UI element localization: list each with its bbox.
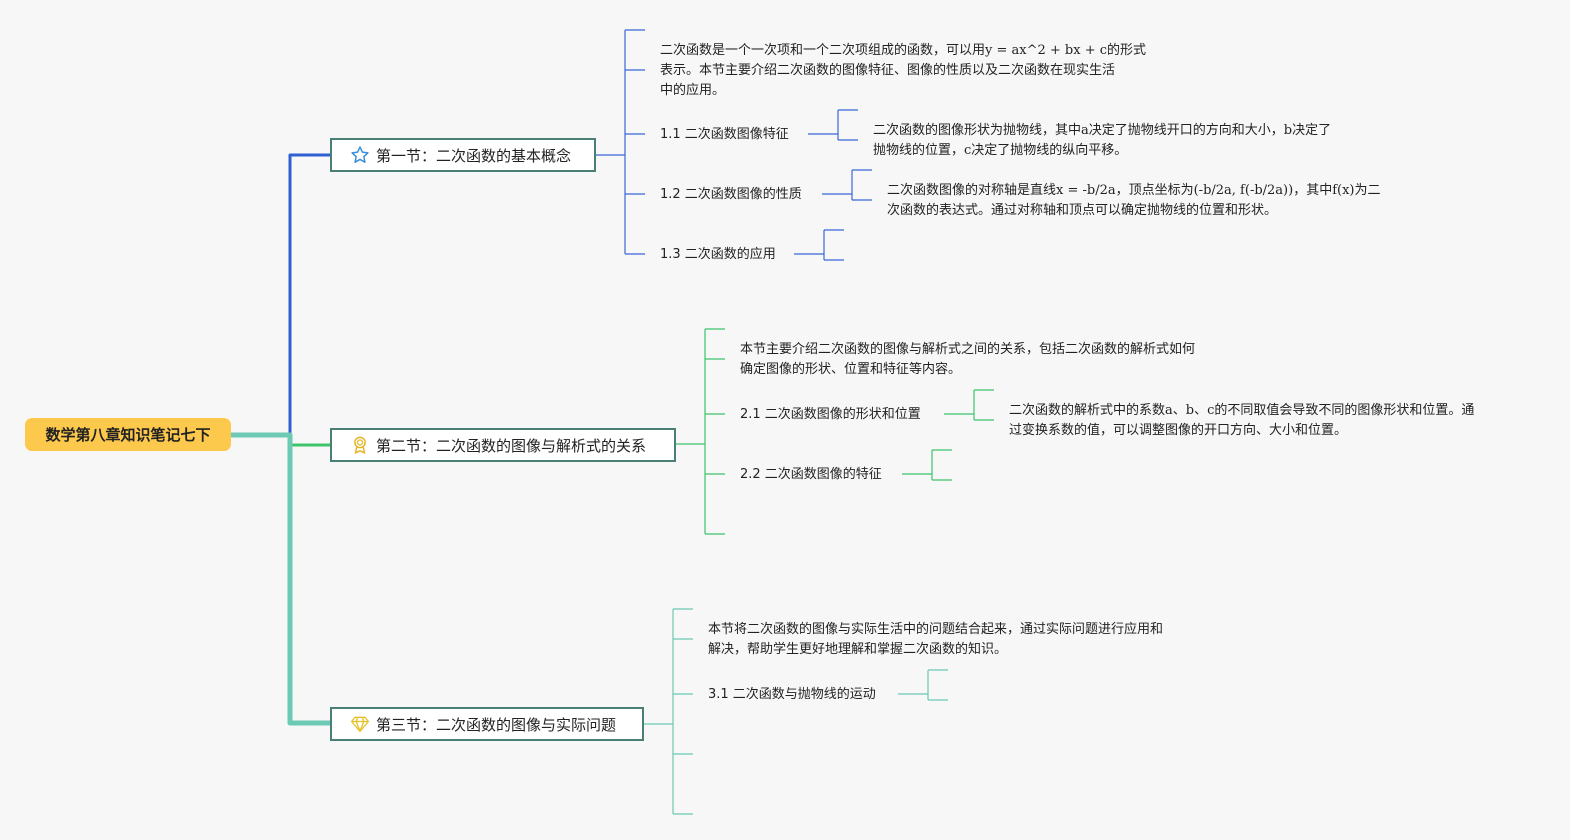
topic-2-1[interactable]: 2.1 二次函数图像的形状和位置 xyxy=(740,407,921,422)
section-3-node[interactable]: 第三节：二次函数的图像与实际问题 xyxy=(330,707,644,741)
topic-1-1-detail: 二次函数的图像形状为抛物线，其中a决定了抛物线开口的方向和大小，b决定了 抛物线… xyxy=(873,123,1332,158)
section-2-node[interactable]: 第二节：二次函数的图像与解析式的关系 xyxy=(330,428,676,462)
section-3-label: 第三节：二次函数的图像与实际问题 xyxy=(376,715,617,734)
section-2-branches xyxy=(676,328,994,535)
topic-3-1[interactable]: 3.1 二次函数与抛物线的运动 xyxy=(708,687,876,702)
section-1-branches xyxy=(596,29,872,261)
topic-1-3[interactable]: 1.3 二次函数的应用 xyxy=(660,247,776,262)
award-icon xyxy=(350,435,370,455)
section-2-label: 第二节：二次函数的图像与解析式的关系 xyxy=(376,436,647,455)
section-3-branches xyxy=(644,608,948,815)
section-3-intro: 本节将二次函数的图像与实际生活中的问题结合起来，通过实际问题进行应用和 解决，帮… xyxy=(708,622,1164,657)
star-icon xyxy=(350,145,370,165)
section-1-intro: 二次函数是一个一次项和一个二次项组成的函数，可以用y = ax^2 + bx +… xyxy=(660,43,1146,98)
diamond-icon xyxy=(350,714,370,734)
topic-1-2[interactable]: 1.2 二次函数图像的性质 xyxy=(660,187,802,202)
section-1-label: 第一节：二次函数的基本概念 xyxy=(376,146,572,165)
root-link-section-3 xyxy=(231,432,330,726)
topic-2-1-detail: 二次函数的解析式中的系数a、b、c的不同取值会导致不同的图像形状和位置。通 过变… xyxy=(1009,403,1475,438)
root-topic[interactable]: 数学第八章知识笔记七下 xyxy=(25,418,231,451)
topic-1-1[interactable]: 1.1 二次函数图像特征 xyxy=(660,127,789,142)
section-1-node[interactable]: 第一节：二次函数的基本概念 xyxy=(330,138,596,172)
topic-1-2-detail: 二次函数图像的对称轴是直线x = -b/2a，顶点坐标为(-b/2a, f(-b… xyxy=(887,183,1381,218)
section-2-intro: 本节主要介绍二次函数的图像与解析式之间的关系，包括二次函数的解析式如何 确定图像… xyxy=(740,342,1196,377)
topic-2-2[interactable]: 2.2 二次函数图像的特征 xyxy=(740,467,882,482)
root-link-section-1 xyxy=(231,153,330,437)
